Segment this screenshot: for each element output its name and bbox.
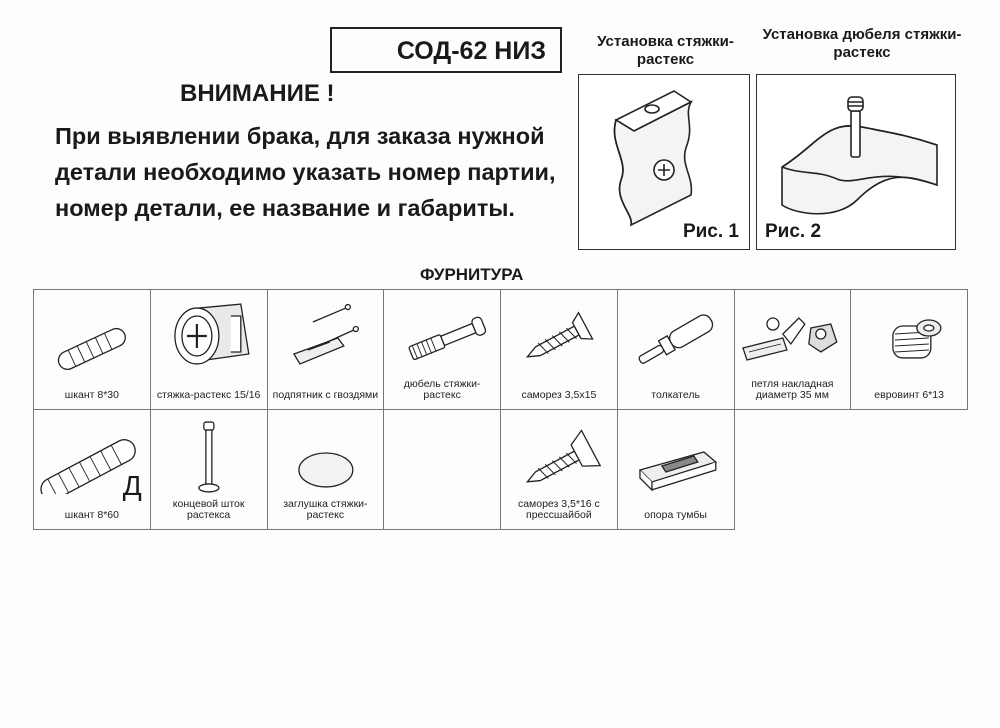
- hardware-item-label: саморез 3,5x15: [521, 389, 597, 401]
- screw-icon: [525, 311, 594, 358]
- figure-2-label: Рис. 2: [765, 221, 822, 242]
- hardware-item-label: шкант 8*60: [64, 509, 119, 521]
- hinge-icon: [741, 317, 838, 361]
- hardware-item: заглушка стяжки-растекс: [267, 410, 385, 530]
- hardware-item-label: стяжка-растекс 15/16: [156, 389, 261, 401]
- figure-2-box: Рис. 2: [756, 74, 956, 250]
- hardware-item-label: заглушка стяжки-растекс: [283, 498, 368, 521]
- attention-heading: ВНИМАНИЕ !: [180, 80, 335, 107]
- dowel-installation-icon: [781, 96, 938, 215]
- hardware-item: саморез 3,5x15: [501, 290, 618, 410]
- hardware-item-label: дюбель стяжки-растекс: [403, 378, 481, 401]
- washer-screw-icon: [525, 429, 602, 483]
- hardware-item: опора тумбы: [617, 410, 735, 530]
- hardware-item-label: толкатель: [651, 389, 700, 401]
- hardware-item: шкант 8*30: [34, 290, 151, 410]
- hardware-item: петля накладная диаметр 35 мм: [734, 290, 852, 410]
- part-code: СОД-62 НИЗ: [330, 27, 562, 73]
- hardware-table: шкант 8*30 стяжка-растекс 15/16 подпятни…: [33, 289, 968, 530]
- notice-text: При выявлении брака, для заказа нужной д…: [55, 123, 556, 221]
- mark-letter: Д: [122, 470, 142, 501]
- cam-lock-icon: [174, 303, 250, 365]
- hardware-title: ФУРНИТУРА: [420, 265, 524, 284]
- figure-1-title: Установка стяжки-растекс: [597, 33, 734, 68]
- cabinet-foot-icon: [638, 451, 717, 492]
- empty-cell: [851, 410, 968, 530]
- hardware-item: евровинт 6*13: [851, 290, 968, 410]
- hardware-item-label: концевой шток растекса: [172, 498, 245, 521]
- hardware-item: концевой шток растекса: [150, 410, 268, 530]
- empty-cell: [384, 410, 501, 530]
- cam-dowel-icon: [408, 316, 487, 361]
- hardware-item-label: петля накладная диаметр 35 мм: [751, 378, 834, 401]
- hardware-item-label: саморез 3,5*16 с прессшайбой: [517, 498, 600, 521]
- dowel-icon: [57, 327, 126, 370]
- euroscrew-icon: [892, 319, 942, 359]
- hardware-item-label: евровинт 6*13: [874, 389, 944, 401]
- hardware-item: Д шкант 8*60: [34, 410, 151, 530]
- long-dowel-icon: [40, 439, 136, 494]
- hardware-item: стяжка-растекс 15/16: [150, 290, 268, 410]
- figure-1-box: Рис. 1: [578, 74, 750, 250]
- glider-with-nails-icon: [292, 303, 359, 365]
- hardware-item-label: подпятник с гвоздями: [272, 389, 379, 401]
- hardware-item: толкатель: [617, 290, 735, 410]
- hardware-item: саморез 3,5*16 с прессшайбой: [501, 410, 618, 530]
- hardware-item-label: шкант 8*30: [64, 389, 119, 401]
- push-latch-icon: [638, 314, 713, 364]
- figure-1-label: Рис. 1: [682, 221, 739, 242]
- hardware-item-label: опора тумбы: [644, 509, 707, 521]
- figure-2-title: Установка дюбеля стяжки-растекс: [762, 26, 962, 61]
- hardware-item: дюбель стяжки-растекс: [384, 290, 501, 410]
- cap-icon: [297, 452, 353, 488]
- empty-cell: [735, 410, 852, 530]
- cam-lock-installation-icon: [613, 90, 693, 227]
- hardware-item: подпятник с гвоздями: [267, 290, 385, 410]
- end-rod-icon: [197, 421, 220, 493]
